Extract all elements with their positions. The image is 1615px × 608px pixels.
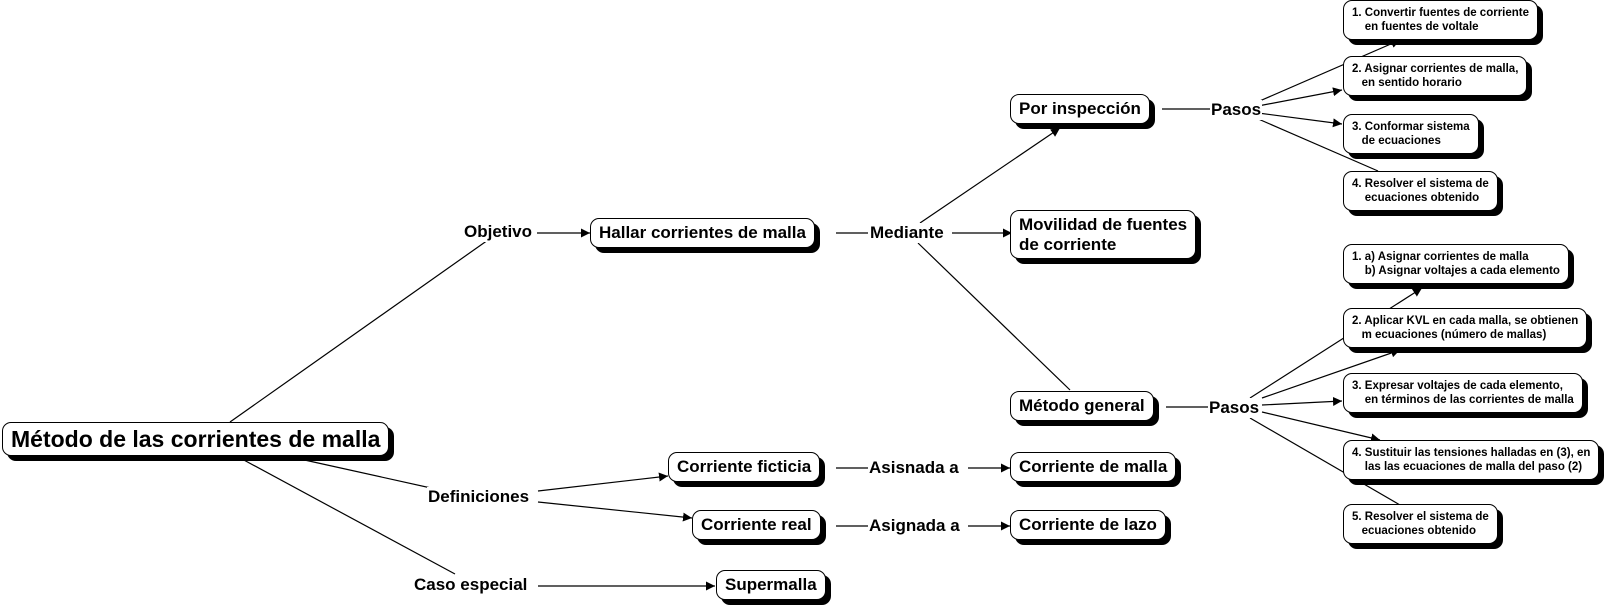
edge-pasos2-1 <box>1249 287 1423 399</box>
edge-pasos1-4 <box>1255 117 1379 172</box>
paso-inspeccion-1[interactable]: 1. Convertir fuentes de corriente en fue… <box>1343 0 1539 41</box>
edge-definiciones-ficticia <box>537 472 669 492</box>
root-concept[interactable]: Método de las corrientes de malla <box>2 422 390 457</box>
link-asignada: Asignada a <box>868 516 961 536</box>
edge-root-definiciones <box>299 458 441 491</box>
edge-definiciones-real <box>537 501 693 522</box>
edge-mediante-inspeccion <box>919 127 1061 224</box>
link-caso-especial: Caso especial <box>413 575 529 595</box>
edge-pasos2-2 <box>1261 348 1401 399</box>
concept-supermalla[interactable]: Supermalla <box>716 570 826 600</box>
link-objetivo: Objetivo <box>463 222 534 242</box>
concept-corriente-real[interactable]: Corriente real <box>692 510 821 540</box>
concept-hallar-corrientes[interactable]: Hallar corrientes de malla <box>590 218 815 248</box>
edge-pasos1-3 <box>1257 112 1343 128</box>
concept-corriente-lazo[interactable]: Corriente de lazo <box>1010 510 1166 540</box>
paso-general-5[interactable]: 5. Resolver el sistema de ecuaciones obt… <box>1343 504 1498 545</box>
edge-pasos2-4 <box>1261 411 1381 443</box>
concept-corriente-ficticia[interactable]: Corriente ficticia <box>668 452 821 482</box>
edge-root-caso <box>241 458 456 575</box>
concept-metodo-general[interactable]: Método general <box>1010 391 1154 421</box>
link-definiciones: Definiciones <box>427 487 531 507</box>
link-pasos-inspeccion: Pasos <box>1210 100 1263 120</box>
paso-general-1[interactable]: 1. a) Asignar corrientes de malla b) Asi… <box>1343 244 1569 285</box>
paso-general-3[interactable]: 3. Expresar voltajes de cada elemento, e… <box>1343 373 1583 414</box>
edge-pasos2-3 <box>1261 396 1343 406</box>
link-asisnada: Asisnada a <box>868 458 960 478</box>
edge-pasos1-1 <box>1254 39 1401 104</box>
concept-corriente-malla[interactable]: Corriente de malla <box>1010 452 1177 482</box>
paso-inspeccion-3[interactable]: 3. Conformar sistema de ecuaciones <box>1343 114 1479 155</box>
edge-mediante-general <box>917 242 1071 391</box>
edge-pasos2-5 <box>1249 417 1401 506</box>
link-pasos-general: Pasos <box>1208 398 1261 418</box>
paso-inspeccion-4[interactable]: 4. Resolver el sistema de ecuaciones obt… <box>1343 171 1498 212</box>
edge-pasos1-2 <box>1257 87 1343 107</box>
paso-inspeccion-2[interactable]: 2. Asignar corrientes de malla, en senti… <box>1343 56 1528 97</box>
paso-general-2[interactable]: 2. Aplicar KVL en cada malla, se obtiene… <box>1343 308 1588 349</box>
paso-general-4[interactable]: 4. Sustituir las tensiones halladas en (… <box>1343 440 1600 481</box>
link-mediante: Mediante <box>869 223 945 243</box>
concept-movilidad[interactable]: Movilidad de fuentes de corriente <box>1010 210 1197 260</box>
concept-por-inspeccion[interactable]: Por inspección <box>1010 94 1150 124</box>
edge-root-objetivo <box>229 239 489 423</box>
